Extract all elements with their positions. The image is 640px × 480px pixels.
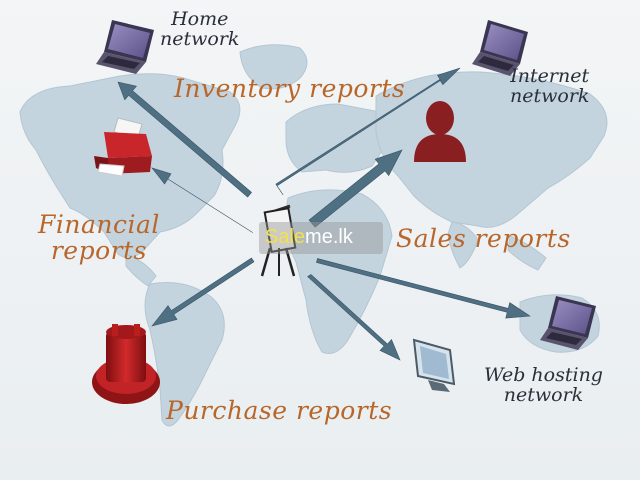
document-stand-icon [92,324,160,404]
purchase-reports-label: Purchase reports [166,396,393,425]
internet-network-label-line1: Internet [510,65,590,87]
arrow-to-user [308,149,403,228]
arrows [117,67,531,361]
sales-reports-label: Sales reports [396,224,571,253]
printer-icon [94,117,152,177]
map-europe [285,103,390,173]
laptop-icon [472,20,528,76]
web-hosting-label-line1: Web hosting [484,364,603,386]
map-southeast-asia [507,235,547,271]
map-africa [285,189,393,354]
web-hosting-label-line2: network [503,383,584,406]
watermark-accent: Sale [265,226,306,248]
user-silhouette-icon [414,101,466,162]
arrow-to-monitor [307,274,401,361]
arrow-to-home-network [117,81,252,198]
home-network-label-line2: network [160,27,240,50]
arrow-to-web-hosting [316,258,531,319]
arrow-to-internet-network [275,67,461,196]
arrow-to-printer [151,167,253,233]
map-greenland [239,44,308,90]
map-india [447,221,479,269]
watermark-rest: me.lk [305,226,353,248]
laptop-icon [96,20,154,74]
watermark: Saleme.lk [259,222,383,254]
financial-reports-line1: Financial [38,210,160,239]
web-hosting-network-label: Web hosting network [484,364,603,406]
home-network-label: Home network [160,8,240,50]
laptop-icon [540,296,596,350]
presentation-easel-icon [260,204,297,277]
map-central-america [125,253,157,287]
arrow-to-document-stand [151,257,255,327]
financial-reports-label: Financial reports [38,210,160,266]
internet-network-label: Internet network [510,65,590,107]
internet-network-label-line2: network [510,84,590,107]
home-network-label-line1: Home [171,8,229,30]
watermark-text: Saleme.lk [265,226,353,249]
financial-reports-line2: reports [50,236,147,266]
inventory-reports-label: Inventory reports [174,74,406,103]
monitor-icon [412,338,456,392]
